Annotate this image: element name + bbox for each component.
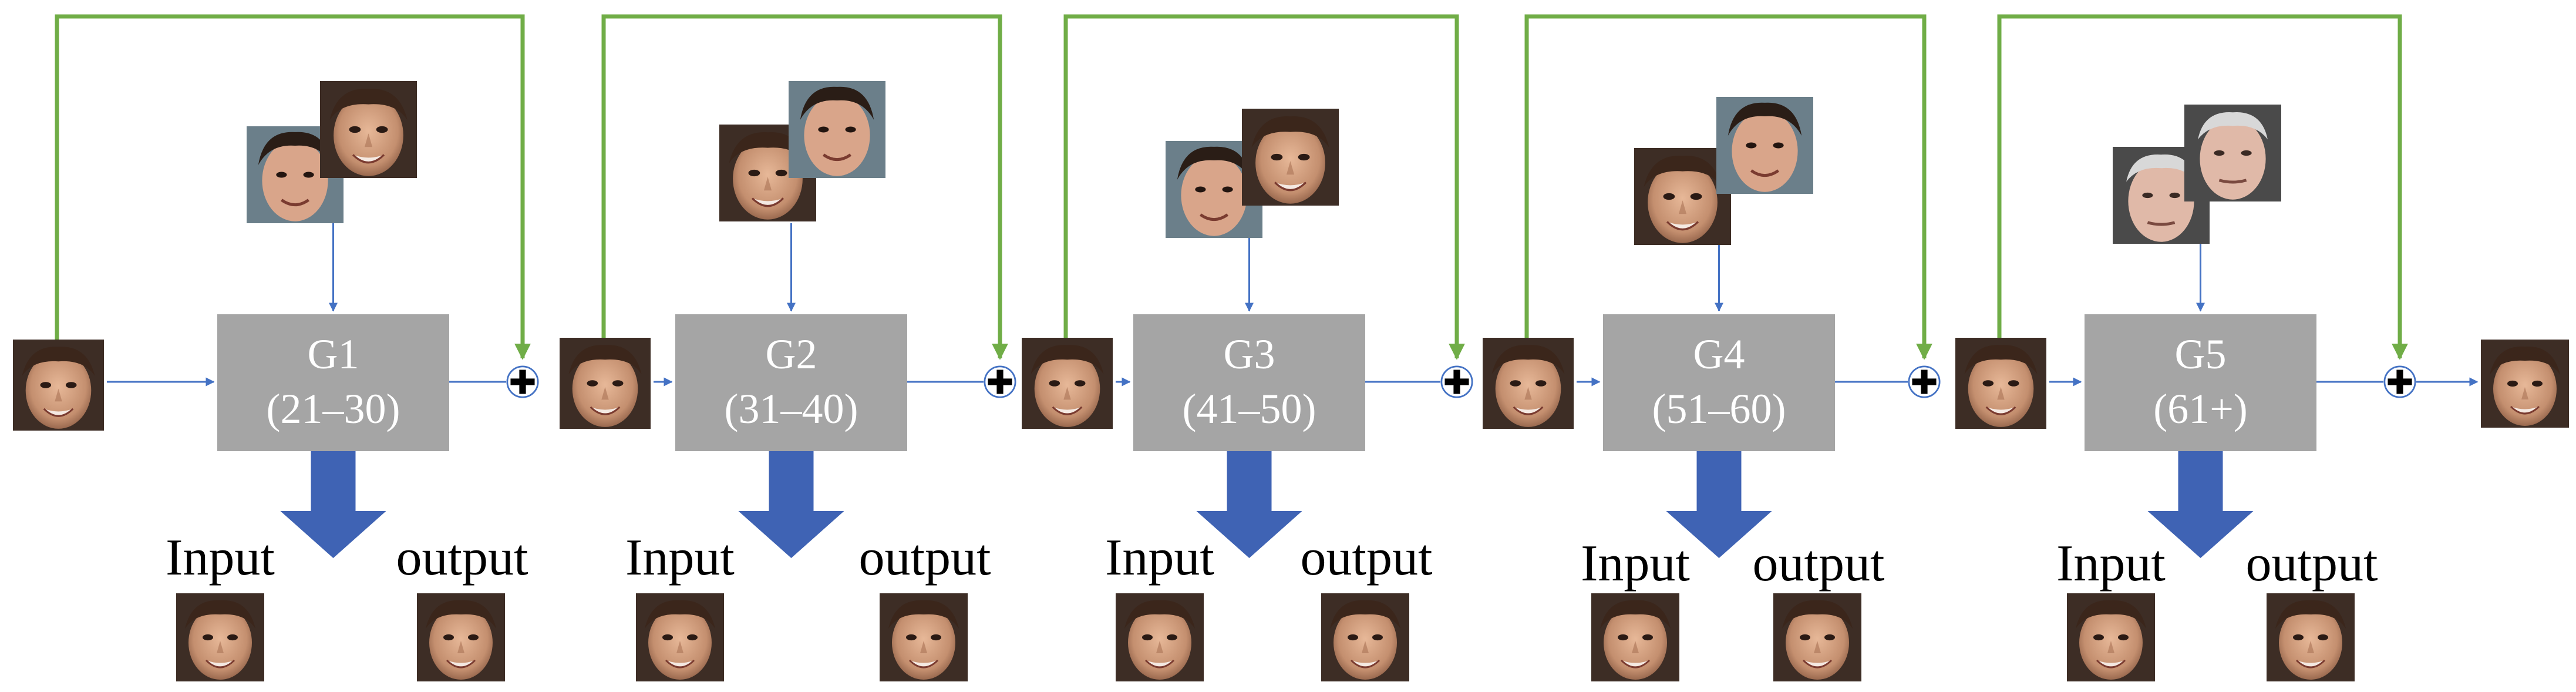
plus-icon [1908, 365, 1941, 398]
generator-age-range: (61+) [2153, 385, 2248, 432]
plus-icon [1440, 365, 1473, 398]
output-label: output [1753, 535, 1885, 592]
generator-name: G1 [308, 331, 359, 378]
generator-name: G5 [2175, 331, 2227, 378]
down-arrow [1666, 451, 1772, 558]
reference-face-image [1242, 109, 1339, 206]
example-input-face [2067, 593, 2155, 681]
down-arrow [1196, 451, 1302, 558]
plus-icon [506, 365, 539, 398]
generator-box [217, 314, 449, 451]
generator-box [1603, 314, 1835, 451]
reference-face-image [2184, 105, 2281, 201]
stage-3: G3 (41–50) Input output [1063, 14, 1473, 586]
generator-name: G2 [766, 331, 817, 378]
skip-connection [1997, 14, 2408, 360]
example-input-face [1116, 593, 1204, 681]
generator-age-range: (41–50) [1183, 385, 1316, 432]
example-input-face [1591, 593, 1679, 681]
input-label: Input [2056, 535, 2166, 592]
input-label: Input [1581, 535, 1690, 592]
generator-name: G3 [1224, 331, 1275, 378]
generator-name: G4 [1693, 331, 1745, 378]
input-face-image [1955, 338, 2046, 429]
skip-connection [1063, 14, 1465, 360]
input-face-image [1022, 338, 1113, 429]
input-face-image [13, 340, 104, 431]
stage-5: G5 (61+) Input output [1997, 14, 2479, 592]
stage-2: G2 (31–40) Input output [601, 14, 1016, 586]
generator-box [1133, 314, 1365, 451]
output-label: output [2246, 535, 2378, 592]
plus-icon [984, 365, 1016, 398]
example-input-face [636, 593, 724, 681]
reference-face-image [789, 81, 885, 178]
input-face-image [1483, 338, 1574, 429]
skip-connection [601, 14, 1008, 360]
down-arrow [280, 451, 386, 558]
down-arrow [2147, 451, 2254, 558]
skip-connection [1524, 14, 1932, 360]
generator-age-range: (21–30) [267, 385, 400, 432]
output-label: output [396, 529, 528, 586]
example-output-face [880, 593, 968, 681]
input-face-image [560, 338, 651, 429]
generator-age-range: (51–60) [1652, 385, 1786, 432]
example-input-face [176, 593, 264, 681]
output-label: output [1301, 529, 1433, 586]
down-arrow [738, 451, 844, 558]
example-output-face [1773, 593, 1861, 681]
plus-icon [2383, 365, 2416, 398]
final-output-face-image [2481, 340, 2569, 428]
stage-1: G1 (21–30) Input output [55, 14, 539, 586]
generator-age-range: (31–40) [725, 385, 858, 432]
example-output-face [1321, 593, 1409, 681]
stage-4: G4 (51–60) Input output [1524, 14, 1941, 592]
skip-connection [55, 14, 531, 360]
reference-face-image [1716, 97, 1813, 194]
input-label: Input [1105, 529, 1214, 586]
generator-box [675, 314, 907, 451]
generator-box [2085, 314, 2316, 451]
example-output-face [417, 593, 505, 681]
input-label: Input [625, 529, 735, 586]
example-output-face [2267, 593, 2355, 681]
reference-face-image [320, 81, 417, 178]
output-label: output [859, 529, 991, 586]
input-label: Input [166, 529, 275, 586]
